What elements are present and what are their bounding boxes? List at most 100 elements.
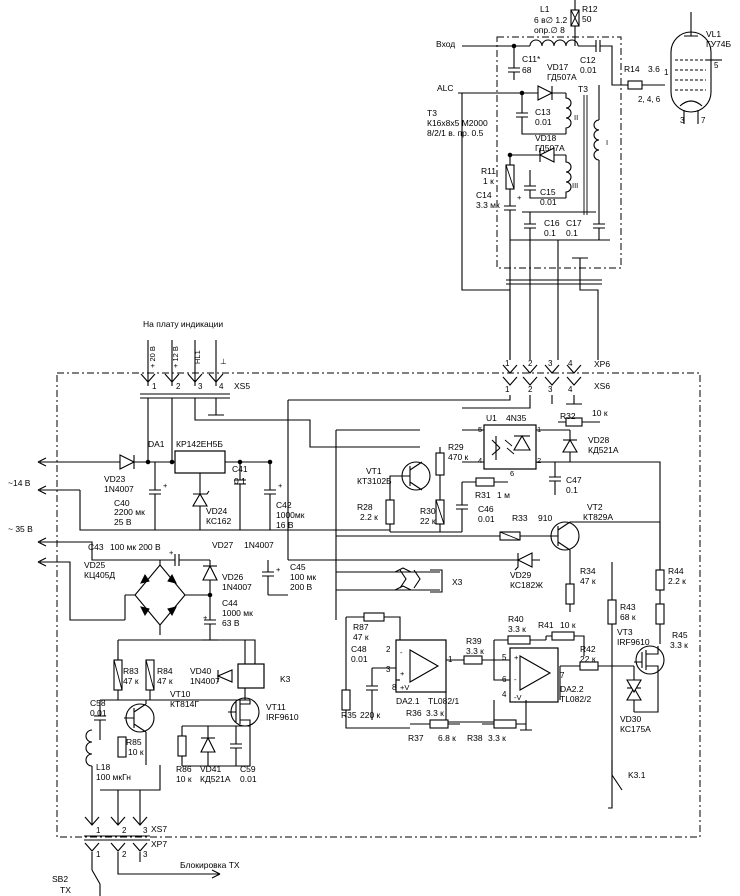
svg-text:DA2.2: DA2.2 (560, 684, 584, 694)
v14-input: ~14 В (8, 457, 151, 495)
svg-text:2: 2 (122, 826, 127, 835)
svg-text:3: 3 (198, 382, 203, 391)
svg-text:+: + (163, 481, 168, 490)
svg-text:XP6: XP6 (594, 359, 610, 369)
r32: R32 10 к (558, 408, 608, 427)
svg-text:VD23: VD23 (104, 474, 126, 484)
svg-text:63 В: 63 В (222, 618, 240, 628)
svg-text:0.01: 0.01 (580, 65, 597, 75)
svg-text:XS5: XS5 (234, 381, 250, 391)
svg-text:IRF9610: IRF9610 (617, 637, 650, 647)
r40: R40 3.3 к (494, 614, 546, 645)
svg-text:VD41: VD41 (200, 764, 222, 774)
svg-text:1000 мк: 1000 мк (222, 608, 253, 618)
svg-text:3: 3 (548, 385, 553, 394)
vd18: VD18 ГД507А (507, 133, 566, 163)
svg-text:L18: L18 (96, 762, 110, 772)
svg-text:VL1: VL1 (706, 29, 721, 39)
svg-text:0.1: 0.1 (234, 476, 246, 486)
svg-text:1 к: 1 к (483, 176, 494, 186)
svg-text:2: 2 (122, 850, 127, 859)
v35-input: ~ 35 В (8, 524, 175, 621)
da1: DA1 КР142ЕН5Б (148, 439, 273, 490)
c43: C43 100 мк 200 В + (88, 542, 210, 566)
svg-text:2: 2 (528, 385, 533, 394)
svg-text:R36: R36 (406, 708, 422, 718)
svg-text:100 мк 200 В: 100 мк 200 В (110, 542, 161, 552)
vd24: VD24 КС162 (192, 490, 231, 526)
svg-text:T3: T3 (427, 108, 437, 118)
svg-text:10 к: 10 к (176, 774, 192, 784)
svg-text:0.01: 0.01 (478, 514, 495, 524)
svg-text:1N4007: 1N4007 (190, 676, 220, 686)
svg-text:R43: R43 (620, 602, 636, 612)
svg-text:X3: X3 (452, 577, 463, 587)
svg-text:Блокировка ТХ: Блокировка ТХ (180, 860, 240, 870)
svg-text:10 к: 10 к (592, 408, 608, 418)
svg-text:10 к: 10 к (128, 747, 144, 757)
svg-text:3: 3 (143, 826, 148, 835)
svg-text:КД521А: КД521А (588, 445, 619, 455)
svg-text:XS6: XS6 (594, 381, 610, 391)
svg-text:3.3 к: 3.3 к (466, 646, 484, 656)
svg-text:VD29: VD29 (510, 570, 532, 580)
svg-text:~14 В: ~14 В (8, 478, 31, 488)
bus-xp6: 1 2 3 4 XP6 1 2 3 4 XS6 (461, 93, 610, 394)
svg-text:XS7: XS7 (151, 824, 167, 834)
svg-text:3.3 к: 3.3 к (426, 708, 444, 718)
gnd-rail-da2 (345, 720, 410, 729)
svg-text:U1: U1 (486, 413, 497, 423)
svg-text:C43: C43 (88, 542, 104, 552)
svg-text:IRF9610: IRF9610 (266, 712, 299, 722)
r28: R28 2.2 к (357, 475, 402, 532)
svg-text:22 к: 22 к (420, 516, 436, 526)
svg-text:1: 1 (664, 68, 669, 77)
svg-text:DA1: DA1 (148, 439, 165, 449)
svg-text:50: 50 (582, 14, 592, 24)
svg-text:SB2: SB2 (52, 874, 68, 884)
svg-text:2: 2 (176, 382, 181, 391)
svg-text:R42: R42 (580, 644, 596, 654)
vl1-tube: VL1 ГУ74Б 5 1 2, 4, 6 3 7 (638, 12, 731, 125)
x3-connector: X3 (336, 567, 463, 593)
svg-text:КС182Ж: КС182Ж (510, 580, 543, 590)
svg-text:4: 4 (568, 359, 573, 368)
svg-text:КТ814Г: КТ814Г (170, 699, 199, 709)
r12: R12 50 (570, 0, 598, 46)
vd25-bridge: VD25 КЦ405Д (84, 560, 210, 635)
svg-text:+: + (278, 481, 283, 490)
svg-text:~ 35 В: ~ 35 В (8, 524, 33, 534)
svg-text:0.01: 0.01 (90, 708, 107, 718)
svg-text:0.01: 0.01 (240, 774, 257, 784)
svg-text:R28: R28 (357, 502, 373, 512)
svg-text:470 к: 470 к (448, 452, 469, 462)
c45: + C45 100 мк 200 В (262, 560, 316, 596)
svg-text:VT11: VT11 (266, 702, 286, 712)
svg-text:R14: R14 (624, 64, 640, 74)
svg-text:K3: K3 (280, 674, 291, 684)
svg-text:4: 4 (478, 456, 482, 465)
r86: R86 10 к (176, 726, 192, 784)
svg-text:47 к: 47 к (123, 676, 139, 686)
vt3: VT3 IRF9610 (617, 627, 665, 700)
svg-text:+ 12 В: + 12 В (171, 346, 180, 368)
c41: C41 0.1 (232, 462, 248, 500)
svg-text:VD26: VD26 (222, 572, 244, 582)
r35: R35 220 к (341, 680, 381, 720)
vt10: VT10 КТ814Г (124, 689, 199, 745)
r44: R44 2.2 к (655, 566, 686, 604)
svg-text:C45: C45 (290, 562, 306, 572)
k3-1: K3.1 (608, 760, 646, 809)
svg-text:68 к: 68 к (620, 612, 636, 622)
svg-text:22 к: 22 к (580, 654, 596, 664)
svg-text:1: 1 (96, 850, 101, 859)
r38: R38 3.3 к (467, 700, 532, 743)
svg-text:1000мк: 1000мк (276, 510, 305, 520)
r84: R84 47 к (145, 659, 173, 700)
svg-text:7: 7 (560, 671, 565, 680)
rf-module-frame (496, 36, 622, 269)
vd30: VD30 КС175А (620, 666, 659, 734)
r85: R85 10 к (117, 736, 147, 765)
t3-windings: T3 К16х8х5 М2000 8/2/1 в. пр. 0.5 T3 II … (427, 84, 608, 215)
